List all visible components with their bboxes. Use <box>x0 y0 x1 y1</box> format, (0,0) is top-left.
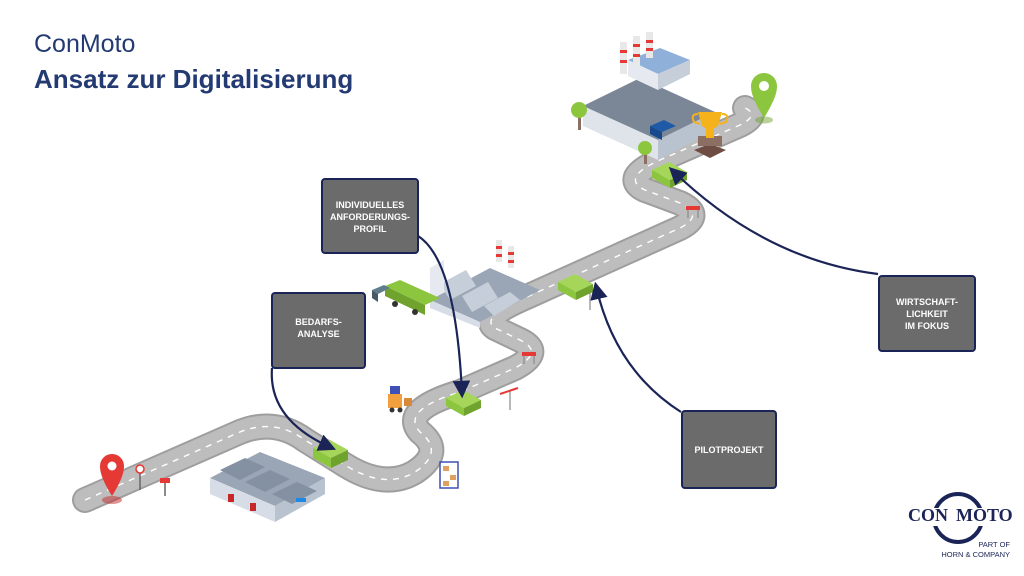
logo-text-moto: MOTO <box>956 505 1013 525</box>
connector-arrow-4 <box>668 166 879 276</box>
traffic-sign-icon <box>135 464 170 496</box>
step-wirtschaftlichkeit: WIRTSCHAFT- LICHKEIT IM FOKUS <box>878 275 976 352</box>
connector-arrow-1 <box>270 367 337 451</box>
step-wirtschaftlichkeit-label: WIRTSCHAFT- LICHKEIT IM FOKUS <box>896 296 958 331</box>
logo-sub-part-of: PART OF <box>978 540 1010 549</box>
warehouse-icon <box>210 452 325 522</box>
tree-icon <box>571 102 652 164</box>
barrier-icon <box>499 206 700 410</box>
trophy-icon <box>691 112 729 158</box>
milestone-marker-3 <box>558 274 593 300</box>
connector-arrow-2 <box>417 235 471 399</box>
brand-name: ConMoto <box>34 30 136 58</box>
step-bedarfsanalyse-label: BEDARFS- ANALYSE <box>295 317 342 339</box>
logo-sub-company: HORN & COMPANY <box>941 550 1010 559</box>
step-pilotprojekt: PILOTPROJEKT <box>681 410 777 489</box>
start-pin-icon <box>100 454 124 504</box>
step-anforderungsprofil: INDIVIDUELLES ANFORDERUNGS- PROFIL <box>321 178 419 254</box>
truck-icon <box>372 280 440 315</box>
step-anforderungsprofil-label: INDIVIDUELLES ANFORDERUNGS- PROFIL <box>330 200 410 234</box>
headquarters-icon <box>583 32 715 160</box>
step-pilotprojekt-label: PILOTPROJEKT <box>694 444 764 455</box>
goal-pin-icon <box>751 73 777 124</box>
connector-arrow-3 <box>590 281 682 413</box>
logo-text-con: CON <box>908 505 948 525</box>
forklift-icon <box>388 386 412 413</box>
step-bedarfsanalyse: BEDARFS- ANALYSE <box>271 292 366 369</box>
conmoto-logo-icon <box>904 492 1014 544</box>
page-title: Ansatz zur Digitalisierung <box>34 64 354 94</box>
road <box>72 95 765 513</box>
shelf-icon <box>439 461 459 489</box>
